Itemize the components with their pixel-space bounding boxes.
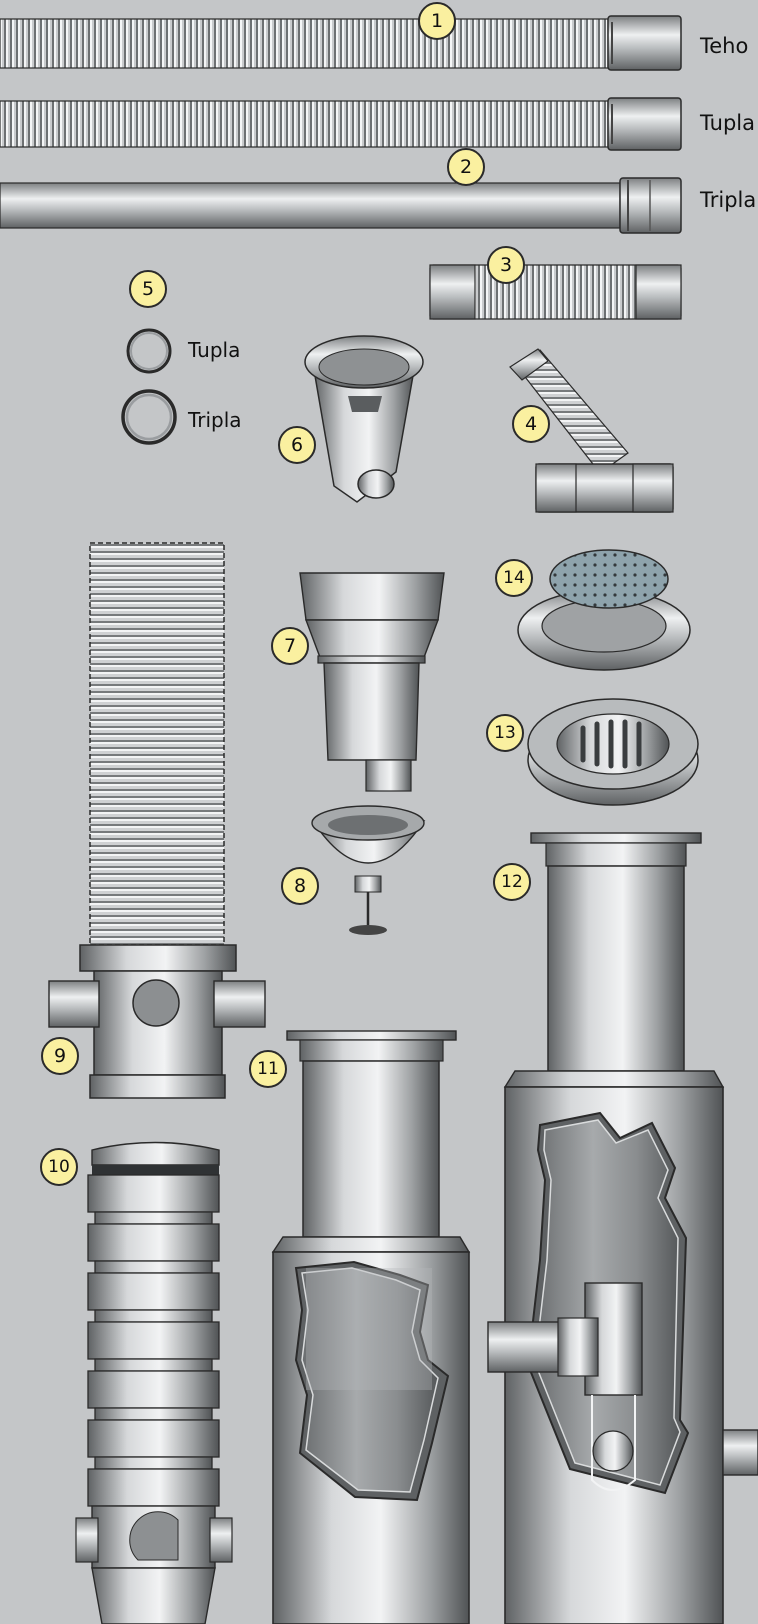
medium-chamber	[271, 1030, 471, 1624]
callout-circle-12	[493, 863, 531, 901]
ring-label-tupla: Tupla	[188, 338, 241, 362]
callout-number-4: 4	[524, 413, 538, 435]
callout-number-6: 6	[290, 434, 304, 456]
callout-circle-1	[418, 2, 456, 40]
callout-number-1: 1	[430, 10, 444, 32]
callout-number-11: 11	[257, 1059, 279, 1079]
callout-circle-4	[512, 405, 550, 443]
callout-circle-5	[129, 270, 167, 308]
pipe-label-tripla: Tripla	[700, 188, 757, 212]
pipe-label-tupla: Tupla	[700, 111, 755, 135]
callout-circle-2	[447, 148, 485, 186]
frame-and-grate	[527, 698, 699, 806]
y-branch	[509, 348, 674, 513]
round-grated-cover	[517, 549, 691, 671]
corrugated-pipe-teho	[0, 15, 682, 71]
callout-circle-11	[249, 1050, 287, 1088]
smooth-pipe-tripla	[0, 177, 682, 234]
ring-label-tripla: Tripla	[188, 408, 242, 432]
callout-circle-9	[41, 1037, 79, 1075]
callout-number-14: 14	[503, 568, 525, 588]
callout-circle-10	[40, 1148, 78, 1186]
bowl-strainer	[311, 805, 426, 935]
callout-circle-13	[486, 714, 524, 752]
sealing-rings	[121, 328, 177, 445]
callout-number-7: 7	[283, 635, 297, 657]
callout-number-8: 8	[293, 875, 307, 897]
stacked-column	[75, 1141, 233, 1624]
callout-number-12: 12	[501, 872, 523, 892]
callout-number-9: 9	[53, 1045, 67, 1067]
callout-number-5: 5	[141, 278, 155, 300]
pipe-label-teho: Teho	[700, 34, 749, 58]
callout-circle-3	[487, 246, 525, 284]
yard-gully	[304, 335, 424, 503]
callout-circle-14	[495, 559, 533, 597]
callout-number-2: 2	[459, 156, 473, 178]
funnel-inlet	[299, 572, 445, 792]
callout-circle-6	[278, 426, 316, 464]
callout-number-3: 3	[499, 254, 513, 276]
callout-number-13: 13	[494, 723, 516, 743]
inspection-chamber	[48, 542, 266, 1099]
large-chamber	[487, 832, 758, 1624]
callout-number-10: 10	[48, 1157, 70, 1177]
corrugated-coupling	[429, 264, 682, 320]
callout-circle-7	[271, 627, 309, 665]
corrugated-pipe-tupla	[0, 97, 682, 151]
callout-circle-8	[281, 867, 319, 905]
